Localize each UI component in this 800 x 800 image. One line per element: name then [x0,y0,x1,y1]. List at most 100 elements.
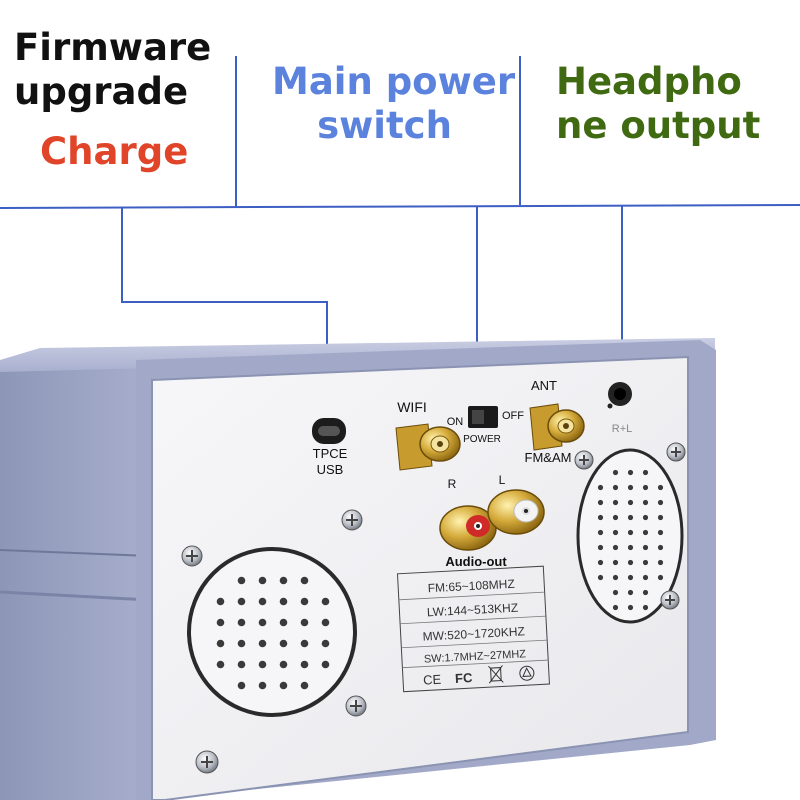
ant-label: ANT [531,378,557,393]
grille-hole [279,618,288,627]
l-channel-label: L [499,473,506,487]
grille-hole [258,639,267,648]
screws [181,442,686,774]
grille-hole [597,544,604,551]
grille-hole [627,514,634,521]
fm-am-antenna-connector [529,403,585,451]
grille-hole [612,559,619,566]
spec-mw: MW:520~1720KHZ [422,624,525,643]
grille-hole [612,469,619,476]
grille-hole [627,604,634,611]
grille-hole [258,597,267,606]
grille-hole [627,469,634,476]
grille-hole [642,499,649,506]
left-speaker-grille [187,547,357,717]
grille-hole [300,618,309,627]
grille-hole [321,639,330,648]
grille-hole [657,544,664,551]
grille-hole [216,618,225,627]
grille-hole [627,544,634,551]
firmware-upgrade-label: Firmware upgrade [14,26,211,114]
spec-lw: LW:144~513KHZ [427,601,519,620]
headphone-label-line1: Headpho [556,60,742,103]
grille-hole [627,484,634,491]
rca-left-jack [487,489,545,535]
right-speaker-grille [576,448,684,624]
charge-label: Charge [40,130,189,173]
grille-hole [300,660,309,669]
grille-hole [642,529,649,536]
grille-hole [612,499,619,506]
grille-hole [642,544,649,551]
grille-hole [279,681,288,690]
grille-hole [237,681,246,690]
grille-hole [321,660,330,669]
grille-hole [642,574,649,581]
grille-hole [216,660,225,669]
grille-hole [642,589,649,596]
grille-hole [612,544,619,551]
screw-icon [341,509,363,531]
spec-fm: FM:65~108MHZ [427,577,515,596]
ce-mark: CE [423,672,442,688]
grille-hole [300,597,309,606]
spec-sw: SW:1.7MHZ~27MHZ [424,648,527,665]
audio-out-label: Audio-out [445,554,507,569]
grille-hole [657,499,664,506]
grille-hole [237,618,246,627]
main-power-switch [468,406,498,428]
usb-c-port [312,418,346,444]
grille-hole [237,597,246,606]
fc-mark: FC [455,670,474,686]
grille-hole [612,514,619,521]
grille-hole [642,484,649,491]
grille-hole [657,484,664,491]
power-label: POWER [463,434,501,445]
grille-hole [627,499,634,506]
grille-hole [237,639,246,648]
grille-hole [642,559,649,566]
grille-hole [300,576,309,585]
grille-hole [642,514,649,521]
grille-hole [279,660,288,669]
grille-hole [300,681,309,690]
screw-icon [574,450,594,470]
grille-hole [258,681,267,690]
grille-hole [612,604,619,611]
headphone-label-line2: ne output [556,104,761,147]
grille-hole [597,514,604,521]
grille-hole [237,660,246,669]
grille-hole [597,574,604,581]
grille-hole [321,597,330,606]
grille-hole [657,559,664,566]
grille-hole [612,484,619,491]
grille-hole [612,589,619,596]
power-label-line2: switch [317,104,452,147]
headphone-output-label: Headpho ne output [556,60,760,148]
grille-hole [258,660,267,669]
grille-hole [258,576,267,585]
main-power-switch-label: Main power switch [272,60,515,148]
rca-right-jack [439,505,497,551]
grille-hole [597,529,604,536]
off-label: OFF [502,410,524,422]
tpce-label: TPCE [313,446,348,461]
rl-label: R+L [612,423,633,435]
grille-hole [216,597,225,606]
grille-hole [300,639,309,648]
headphone-jack [607,382,632,409]
grille-hole [612,529,619,536]
grille-hole [258,618,267,627]
grille-hole [657,574,664,581]
grille-hole [657,529,664,536]
screw-icon [195,750,219,774]
wifi-label: WIFI [397,399,427,415]
firmware-label-line1: Firmware [14,26,212,69]
grille-hole [642,469,649,476]
on-label: ON [447,416,464,428]
screw-icon [181,545,203,567]
wifi-antenna-connector [395,423,461,471]
grille-hole [627,559,634,566]
grille-hole [642,604,649,611]
grille-hole [597,499,604,506]
